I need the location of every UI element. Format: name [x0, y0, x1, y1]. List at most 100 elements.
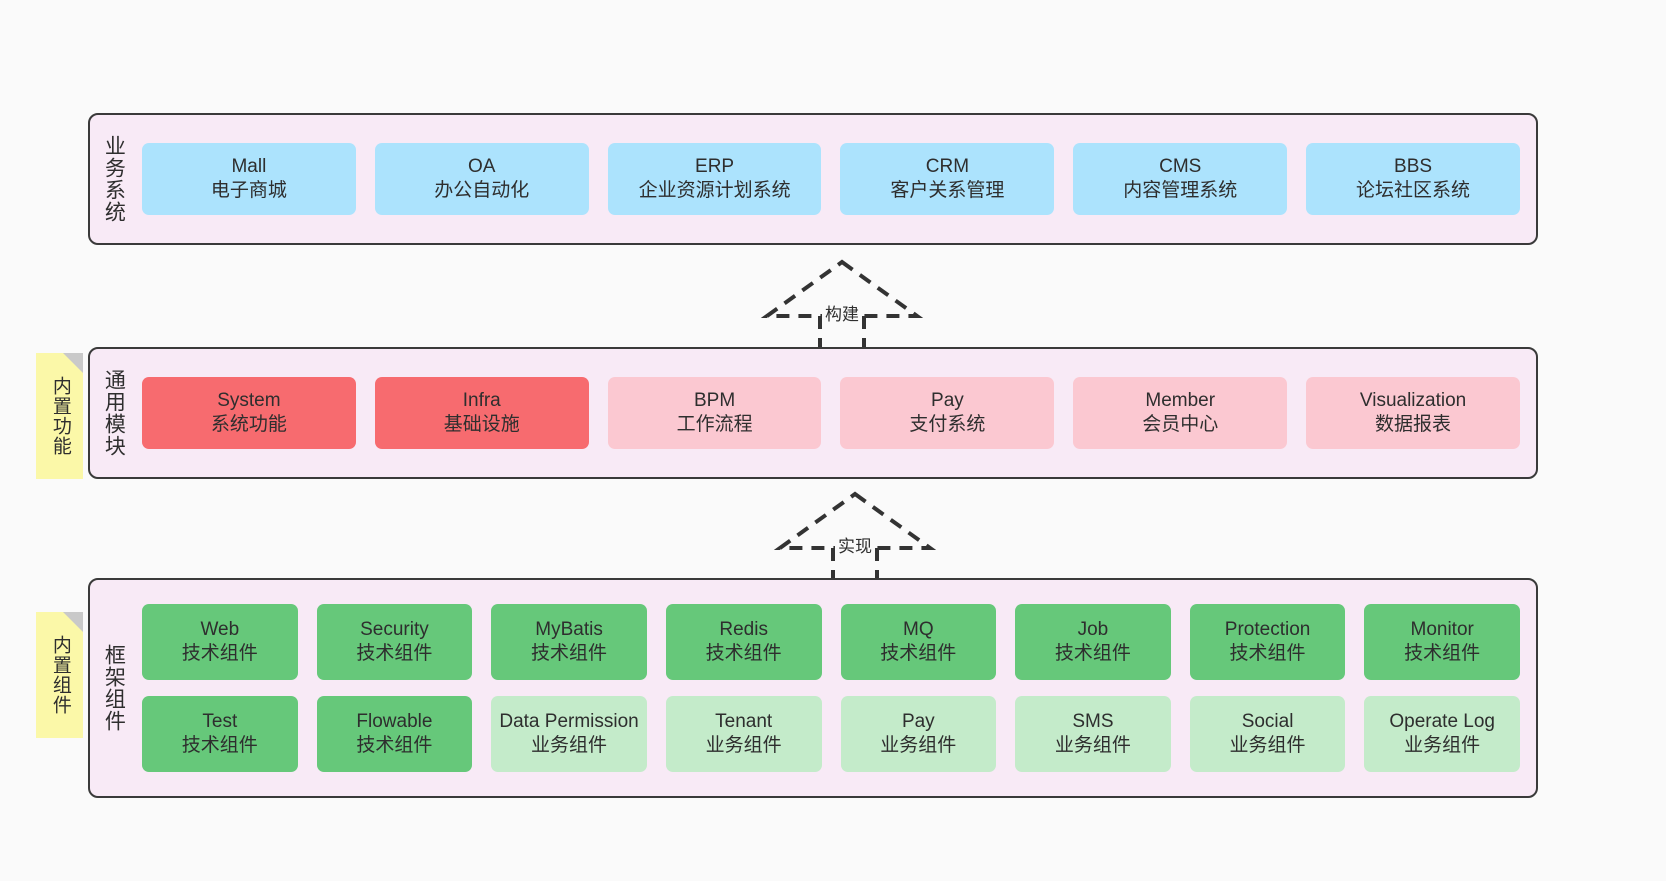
card-subtitle: 技术组件	[356, 735, 433, 756]
business-card-row: Mall 电子商城 OA 办公自动化 ERP 企业资源计划系统 CRM 客户关系…	[142, 143, 1520, 215]
card-redis[interactable]: Redis 技术组件	[665, 604, 822, 680]
card-mybatis[interactable]: MyBatis 技术组件	[491, 604, 647, 680]
framework-card-row-business: Test 技术组件 Flowable 技术组件 Data Permission …	[142, 696, 1520, 772]
card-visualization[interactable]: Visualization 数据报表	[1306, 377, 1520, 449]
card-system[interactable]: System 系统功能	[142, 377, 356, 449]
card-data-permission[interactable]: Data Permission 业务组件	[491, 696, 647, 772]
card-cms[interactable]: CMS 内容管理系统	[1073, 143, 1288, 215]
card-title: Pay	[901, 711, 935, 733]
card-subtitle: 系统功能	[210, 414, 287, 435]
card-operate-log[interactable]: Operate Log 业务组件	[1364, 696, 1520, 772]
card-subtitle: 技术组件	[181, 735, 258, 756]
layer-body-framework-component: Web 技术组件 Security 技术组件 MyBatis 技术组件 Redi…	[136, 580, 1536, 796]
card-title: SMS	[1072, 711, 1114, 733]
card-title: Infra	[462, 390, 501, 412]
card-web[interactable]: Web 技术组件	[142, 604, 298, 680]
layer-framework-component: 框架组件 Web 技术组件 Security 技术组件 MyBatis 技术组件…	[88, 578, 1538, 798]
card-monitor[interactable]: Monitor 技术组件	[1364, 604, 1520, 680]
card-title: Web	[200, 619, 240, 641]
card-subtitle: 技术组件	[1229, 643, 1306, 664]
card-subtitle: 数据报表	[1375, 414, 1452, 435]
card-subtitle: 客户关系管理	[890, 180, 1005, 201]
card-test[interactable]: Test 技术组件	[142, 696, 298, 772]
card-subtitle: 业务组件	[880, 735, 957, 756]
card-subtitle: 技术组件	[181, 643, 258, 664]
card-title: MQ	[903, 619, 934, 641]
card-subtitle: 业务组件	[1054, 735, 1131, 756]
card-subtitle: 电子商城	[210, 180, 287, 201]
card-subtitle: 支付系统	[909, 414, 986, 435]
layer-body-common-module: System 系统功能 Infra 基础设施 BPM 工作流程 Pay 支付系统…	[136, 349, 1536, 477]
card-erp[interactable]: ERP 企业资源计划系统	[607, 143, 822, 215]
layer-business-system: 业务系统 Mall 电子商城 OA 办公自动化 ERP 企业资源计划系统 CRM…	[88, 113, 1538, 245]
card-title: BPM	[693, 390, 736, 412]
card-title: Mall	[231, 156, 267, 178]
sticky-note-label: 内置功能	[49, 376, 71, 456]
layer-title-business-system: 业务系统	[102, 135, 126, 223]
card-pay-component[interactable]: Pay 业务组件	[840, 696, 997, 772]
card-subtitle: 技术组件	[1054, 643, 1131, 664]
card-subtitle: 企业资源计划系统	[638, 180, 791, 201]
card-subtitle: 业务组件	[531, 735, 608, 756]
card-title: Data Permission	[499, 711, 639, 733]
connector-implement-label: 实现	[835, 532, 875, 557]
card-security[interactable]: Security 技术组件	[316, 604, 473, 680]
connector-stem	[818, 316, 866, 352]
card-title: Redis	[719, 619, 768, 641]
card-title: Member	[1145, 390, 1216, 412]
card-title: Social	[1241, 711, 1294, 733]
sticky-note-builtin-component: 内置组件	[36, 612, 83, 738]
card-subtitle: 内容管理系统	[1123, 180, 1238, 201]
card-title: BBS	[1394, 156, 1433, 178]
card-title: OA	[468, 156, 496, 178]
card-job[interactable]: Job 技术组件	[1015, 604, 1171, 680]
generalization-triangle-icon	[760, 259, 924, 318]
card-title: Protection	[1224, 619, 1311, 641]
sticky-note-label: 内置组件	[49, 635, 71, 715]
card-member[interactable]: Member 会员中心	[1073, 377, 1288, 449]
card-infra[interactable]: Infra 基础设施	[374, 377, 589, 449]
common-card-row: System 系统功能 Infra 基础设施 BPM 工作流程 Pay 支付系统…	[142, 377, 1520, 449]
card-subtitle: 技术组件	[356, 643, 433, 664]
card-bpm[interactable]: BPM 工作流程	[607, 377, 822, 449]
card-sms[interactable]: SMS 业务组件	[1015, 696, 1171, 772]
connector-build-label: 构建	[822, 300, 862, 325]
sticky-note-builtin-feature: 内置功能	[36, 353, 83, 479]
card-title: CMS	[1159, 156, 1202, 178]
card-title: System	[217, 390, 281, 412]
card-flowable[interactable]: Flowable 技术组件	[316, 696, 473, 772]
card-title: Monitor	[1410, 619, 1474, 641]
card-subtitle: 技术组件	[1404, 643, 1481, 664]
card-protection[interactable]: Protection 技术组件	[1189, 604, 1346, 680]
card-subtitle: 业务组件	[705, 735, 782, 756]
card-subtitle: 基础设施	[443, 414, 520, 435]
card-subtitle: 技术组件	[531, 643, 608, 664]
card-mq[interactable]: MQ 技术组件	[840, 604, 997, 680]
card-title: ERP	[695, 156, 735, 178]
card-oa[interactable]: OA 办公自动化	[374, 143, 589, 215]
card-title: Visualization	[1359, 390, 1467, 412]
card-title: Pay	[931, 390, 964, 412]
card-subtitle: 论坛社区系统	[1356, 180, 1471, 201]
card-crm[interactable]: CRM 客户关系管理	[840, 143, 1055, 215]
card-title: MyBatis	[535, 619, 603, 641]
card-subtitle: 会员中心	[1142, 414, 1219, 435]
layer-title-framework-component: 框架组件	[102, 644, 126, 732]
card-subtitle: 业务组件	[1229, 735, 1306, 756]
card-subtitle: 工作流程	[676, 414, 753, 435]
sticky-fold-icon	[63, 612, 83, 632]
card-social[interactable]: Social 业务组件	[1189, 696, 1346, 772]
card-bbs[interactable]: BBS 论坛社区系统	[1306, 143, 1520, 215]
sticky-fold-icon	[63, 353, 83, 373]
connector-build: 构建	[757, 258, 927, 354]
card-pay-module[interactable]: Pay 支付系统	[840, 377, 1055, 449]
card-tenant[interactable]: Tenant 业务组件	[665, 696, 822, 772]
card-title: CRM	[925, 156, 970, 178]
generalization-triangle-icon	[773, 491, 937, 550]
card-title: Security	[360, 619, 429, 641]
card-title: Test	[202, 711, 238, 733]
framework-card-row-technical: Web 技术组件 Security 技术组件 MyBatis 技术组件 Redi…	[142, 604, 1520, 680]
card-mall[interactable]: Mall 电子商城	[142, 143, 356, 215]
card-subtitle: 技术组件	[705, 643, 782, 664]
